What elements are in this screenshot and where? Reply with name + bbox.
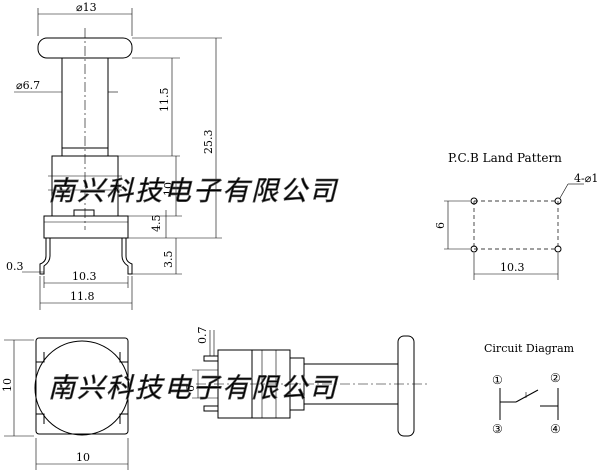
pcb-hole <box>554 197 562 205</box>
circuit-title: Circuit Diagram <box>484 342 575 355</box>
terminal-3: ③ <box>492 422 503 436</box>
left-pin <box>39 238 51 275</box>
circuit-right-wire <box>540 388 559 420</box>
dim-body-width: 11.8 <box>70 290 95 303</box>
dim-total-height: 25.3 <box>202 130 215 155</box>
terminal-2: ② <box>550 371 561 385</box>
dim-pin-length: 3.5 <box>162 251 175 269</box>
dim-cap-diameter: ⌀13 <box>76 1 97 14</box>
dim-stem-diameter: ⌀6.7 <box>16 79 40 92</box>
terminal-4: ④ <box>550 422 561 436</box>
cap-circle <box>34 340 130 436</box>
watermark-bottom: 南兴科技电子有限公司 <box>48 373 339 404</box>
circuit-diagram: Circuit Diagram ① ② ③ ④ <box>484 342 575 436</box>
circuit-left-wire <box>499 388 516 420</box>
dim-stem-length: 11.5 <box>158 88 171 113</box>
dim-body-height: 10 <box>162 182 175 196</box>
dim-front-width: 10 <box>76 451 90 464</box>
front-view: 10 10 <box>1 337 130 470</box>
dim-pin-pitch-2: 6 <box>184 385 197 392</box>
dim-pin-offset: 0.3 <box>6 260 24 273</box>
pcb-title: P.C.B Land Pattern <box>448 151 562 165</box>
pcb-vertical-pitch: 6 <box>434 222 447 229</box>
pcb-hole <box>470 245 478 253</box>
pcb-hole <box>554 245 562 253</box>
right-pin <box>121 238 133 275</box>
terminal-1: ① <box>492 373 503 387</box>
switch-contact <box>515 389 539 403</box>
dim-pin-pitch: 10.3 <box>72 270 97 283</box>
switch-cap <box>397 335 415 437</box>
pcb-horizontal-pitch: 10.3 <box>500 261 525 274</box>
dim-pin-thickness: 0.7 <box>196 327 209 345</box>
pcb-hole <box>470 197 478 205</box>
dim-front-height: 10 <box>1 378 14 392</box>
watermark-top: 南兴科技电子有限公司 <box>48 176 339 207</box>
body-lower <box>43 215 129 239</box>
pcb-land-pattern: P.C.B Land Pattern 4-⌀1 6 10.3 <box>434 151 598 280</box>
side-view-2: 0.7 6 <box>184 327 430 437</box>
pcb-hole-label: 4-⌀1 <box>574 172 598 185</box>
side-view: ⌀13 ⌀6.7 11.5 25.3 10 4.5 3.5 0.3 10.3 1… <box>6 1 222 310</box>
base-square <box>35 337 129 435</box>
dim-body-lower: 4.5 <box>150 215 163 233</box>
